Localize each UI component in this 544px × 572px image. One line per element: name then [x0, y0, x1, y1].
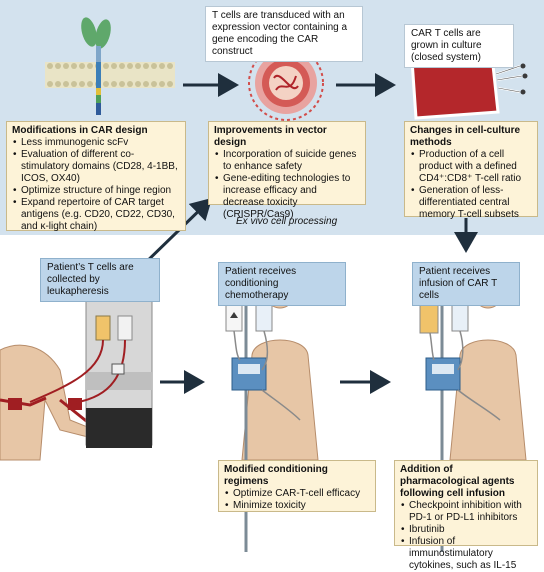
conditioning-item: Optimize CAR-T-cell efficacy [225, 488, 370, 500]
culture-label: CAR T cells are grown in culture (closed… [404, 24, 514, 68]
chemo-label: Patient receives conditioning chemothera… [218, 262, 346, 306]
collection-label: Patient’s T cells are collected by leuka… [40, 258, 160, 302]
arrow-to-processing [138, 197, 213, 270]
vector-design-title: Improvements in vector design [214, 125, 327, 148]
pharmacological-box: Addition of pharmacological agents follo… [394, 460, 538, 571]
culture-methods-item: Production of a cell product with a defi… [411, 149, 532, 185]
car-design-item: Expand repertoire of CAR target antigens… [13, 197, 180, 233]
car-design-title: Modifications in CAR design [12, 125, 148, 136]
culture-methods-title: Changes in cell-culture methods [410, 125, 521, 148]
conditioning-title: Modified conditioning regimens [224, 464, 328, 487]
ex-vivo-label: Ex vivo cell processing [236, 216, 338, 227]
vector-design-item: Incorporation of suicide genes to enhanc… [215, 149, 360, 173]
vector-design-item: Gene-editing technologies to increase ef… [215, 173, 360, 221]
vector-label: T cells are transduced with an expressio… [205, 6, 363, 62]
car-design-item: Optimize structure of hinge region [13, 185, 180, 197]
conditioning-box: Modified conditioning regimens Optimize … [218, 460, 376, 512]
culture-methods-box: Changes in cell-culture methods Producti… [404, 121, 538, 220]
infusion-label: Patient receives infusion of CAR T cells [412, 262, 520, 306]
pharmacological-item: Checkpoint inhibition with PD-1 or PD-L1… [401, 500, 532, 524]
vector-design-box: Improvements in vector design Incorporat… [208, 121, 366, 220]
pharmacological-title: Addition of pharmacological agents follo… [400, 464, 515, 499]
patient-leukapheresis-figure [0, 282, 153, 461]
car-receptor-icon [45, 17, 175, 115]
culture-methods-item: Generation of less-differentiated centra… [411, 185, 532, 221]
pharmacological-item: Infusion of immunostimulatory cytokines,… [401, 536, 532, 572]
conditioning-item: Minimize toxicity [225, 500, 370, 512]
car-design-box: Modifications in CAR design Less immunog… [6, 121, 186, 233]
car-design-item: Less immunogenic scFv [13, 137, 180, 149]
car-design-item: Evaluation of different co-stimulatory d… [13, 149, 180, 185]
pharmacological-item: Ibrutinib [401, 524, 532, 536]
